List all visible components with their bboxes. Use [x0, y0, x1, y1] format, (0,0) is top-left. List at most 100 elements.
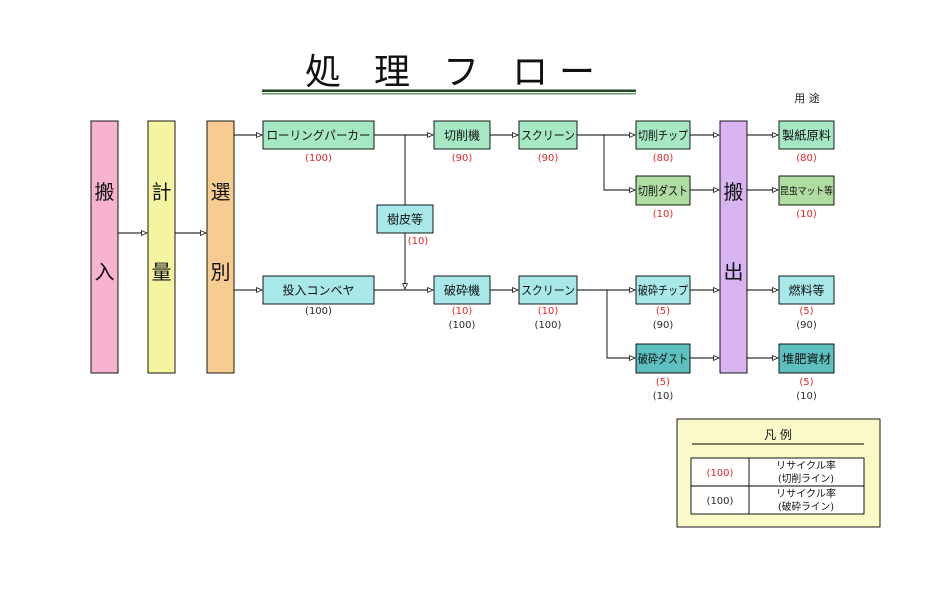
cutting-rate-label: (10) [408, 236, 429, 247]
cutting-rate-label: (90) [452, 153, 473, 164]
legend-sample-cutting-rate: (100) [707, 468, 734, 479]
crushing-rate-label: (10) [796, 391, 817, 402]
legend-row-cutting: (100) リサイクル率 (切削ライン) [707, 459, 836, 485]
node-box [778, 120, 835, 150]
node-box [518, 275, 578, 305]
node-cutting-dust: 切削ダスト (10) [635, 175, 691, 220]
node-label: 燃料等 [788, 283, 824, 298]
node-label: 破砕ダスト [638, 351, 688, 366]
node-box [778, 343, 835, 374]
node-box [635, 343, 691, 374]
stage-intake: 搬 入 [90, 120, 119, 374]
node-crushing-screen: スクリーン (10) (100) [518, 275, 578, 331]
cutting-rate-label: (100) [305, 153, 332, 164]
stage-sorting-box [206, 120, 235, 374]
stage-sorting-char-1: 選 [211, 180, 231, 204]
stage-sorting-char-2: 別 [211, 260, 231, 284]
cutting-rate-label: (80) [796, 153, 817, 164]
node-cutting-screen: スクリーン (90) [518, 120, 578, 164]
node-label: 昆虫マット等 [780, 185, 833, 198]
node-rolling-barker: ローリングパーカー (100) [262, 120, 375, 164]
stage-sorting: 選 別 [206, 120, 235, 374]
connector-screen-to-crushed-dust [606, 290, 635, 358]
cutting-rate-label: (10) [452, 306, 473, 317]
stage-weighing: 計 量 [147, 120, 176, 374]
node-box [518, 120, 578, 150]
crushing-rate-label: (90) [796, 320, 817, 331]
node-box [376, 204, 434, 234]
node-label: ローリングパーカー [267, 129, 371, 143]
connectors [118, 135, 778, 358]
title-underline-thick [262, 89, 636, 92]
node-label: スクリーン [521, 129, 575, 143]
use-paper-material: 製紙原料 (80) [778, 120, 835, 164]
node-cutter: 切削機 (90) [433, 120, 491, 164]
node-label: 樹皮等 [387, 213, 423, 227]
node-bark: 樹皮等 (10) [376, 204, 434, 247]
stage-weighing-char-2: 量 [152, 260, 172, 284]
node-crushed-chip: 破砕チップ (5) (90) [635, 275, 691, 331]
stage-weighing-box [147, 120, 176, 374]
node-label: 製紙原料 [782, 128, 831, 143]
cutting-rate-label: (10) [538, 306, 559, 317]
cutting-rate-label: (5) [799, 377, 813, 388]
cutting-rate-label: (10) [796, 209, 817, 220]
node-label: 投入コンベヤ [283, 283, 355, 298]
stage-intake-char-1: 搬 [95, 180, 115, 204]
node-feed-conveyor: 投入コンベヤ (100) [262, 275, 375, 317]
stage-shipping-char-1: 搬 [724, 180, 744, 204]
node-box [778, 175, 835, 206]
node-box [262, 275, 375, 305]
legend-title: 凡 例 [764, 428, 792, 442]
legend-row-crushing: (100) リサイクル率 (破砕ライン) [707, 487, 836, 513]
use-insect-mat: 昆虫マット等 (10) [778, 175, 835, 220]
legend-description-line2: (破砕ライン) [778, 500, 834, 513]
connector-screen-to-cutting-dust [603, 135, 635, 190]
title-block: 処 理 フ ロー [262, 52, 636, 95]
node-crushed-dust: 破砕ダスト (5) (10) [635, 343, 691, 402]
legend-description-line1: リサイクル率 [776, 459, 836, 472]
use-compost: 堆肥資材 (5) (10) [778, 343, 835, 402]
stage-intake-char-2: 入 [95, 260, 115, 284]
node-box [635, 120, 691, 150]
node-crusher: 破砕機 (10) (100) [433, 275, 491, 331]
node-label: スクリーン [521, 284, 575, 298]
cutting-rate-label: (10) [653, 209, 674, 220]
cutting-rate-label: (90) [538, 153, 559, 164]
crushing-rate-label: (100) [449, 320, 476, 331]
stage-shipping-char-2: 出 [724, 260, 744, 284]
stage-shipping: 搬 出 [719, 120, 748, 374]
stage-intake-box [90, 120, 119, 374]
node-label: 破砕チップ [638, 283, 688, 298]
node-box [778, 275, 835, 305]
crushing-rate-label: (100) [305, 306, 332, 317]
cutting-rate-label: (80) [653, 153, 674, 164]
node-box [635, 275, 691, 305]
cutting-rate-label: (5) [656, 306, 670, 317]
crushing-rate-label: (100) [535, 320, 562, 331]
legend-description-line2: (切削ライン) [778, 472, 834, 485]
node-label: 切削機 [444, 128, 480, 143]
node-label: 堆肥資材 [782, 352, 831, 366]
cutting-rate-label: (5) [799, 306, 813, 317]
node-box [433, 275, 491, 305]
page-title: 処 理 フ ロー [305, 52, 595, 93]
crushing-rate-label: (10) [653, 391, 674, 402]
crushing-rate-label: (90) [653, 320, 674, 331]
use-fuel: 燃料等 (5) (90) [778, 275, 835, 331]
stage-shipping-box [719, 120, 748, 374]
legend-sample-crushing-rate: (100) [707, 496, 734, 507]
stage-weighing-char-1: 計 [152, 180, 172, 204]
legend-description-line1: リサイクル率 [776, 487, 836, 500]
node-label: 切削チップ [638, 129, 688, 143]
node-cutting-chip: 切削チップ (80) [635, 120, 691, 164]
node-label: 切削ダスト [638, 183, 688, 198]
legend: 凡 例 (100) リサイクル率 (切削ライン) (100) リサイクル率 (破… [676, 418, 881, 528]
node-box [262, 120, 375, 150]
usage-heading: 用 途 [794, 91, 820, 105]
node-box [635, 175, 691, 206]
node-box [433, 120, 491, 150]
cutting-rate-label: (5) [656, 377, 670, 388]
node-label: 破砕機 [444, 283, 480, 298]
